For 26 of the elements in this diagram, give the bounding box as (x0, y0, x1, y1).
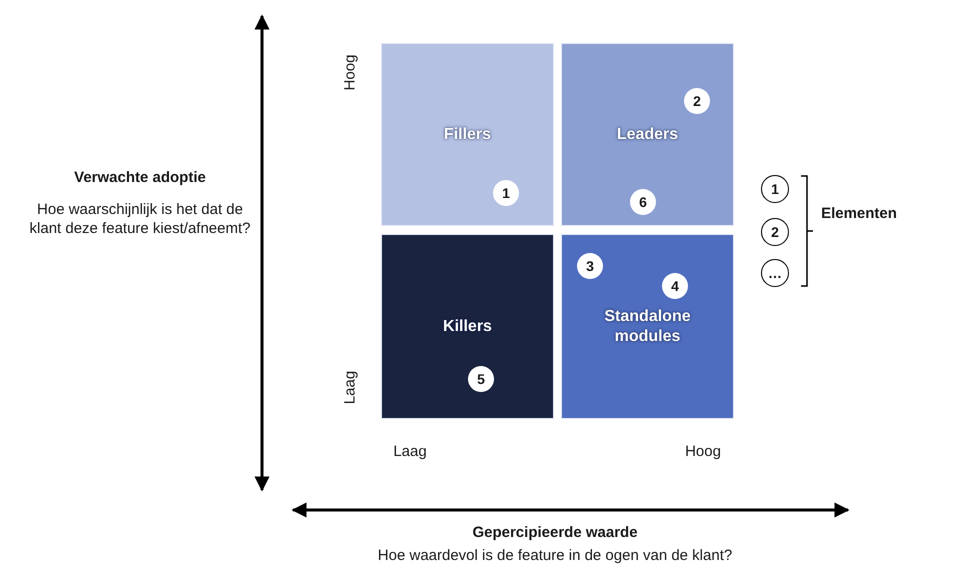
quadrant-title: Standalone modules (603, 306, 692, 346)
number-badge: 5 (468, 366, 494, 392)
number-badge: 6 (630, 189, 656, 215)
number-badge: 1 (493, 180, 519, 206)
axis-title: Verwachte adoptie (73, 168, 207, 187)
axis-tick-label: Laag (340, 370, 360, 406)
quadrant-title: Killers (443, 316, 492, 336)
axis-tick-label: Hoog (684, 442, 722, 461)
quadrant-title: Leaders (616, 124, 678, 144)
number-badge: 2 (761, 218, 789, 246)
number-badge: 4 (662, 273, 688, 299)
number-badge: … (761, 259, 789, 287)
quadrant-box (381, 43, 554, 226)
axis-tick-label: Laag (392, 442, 428, 461)
axis-description: Hoe waarschijnlijk is het dat de klant deze feature kiest/afneemt? (28, 200, 252, 238)
axis-title: Gepercipieerde waarde (471, 523, 639, 542)
number-badge: 2 (684, 88, 710, 114)
quadrant-box (381, 234, 554, 419)
quadrant-title: Fillers (444, 124, 492, 144)
axis-description: Hoe waardevol is de feature in de ogen van de klant? (376, 546, 734, 565)
bracket-label: Elementen (820, 204, 898, 223)
number-badge: 3 (577, 253, 603, 279)
number-badge: 1 (761, 175, 789, 203)
quadrant-box (561, 234, 734, 419)
axis-tick-label: Hoog (340, 54, 360, 92)
quadrant-box (561, 43, 734, 226)
